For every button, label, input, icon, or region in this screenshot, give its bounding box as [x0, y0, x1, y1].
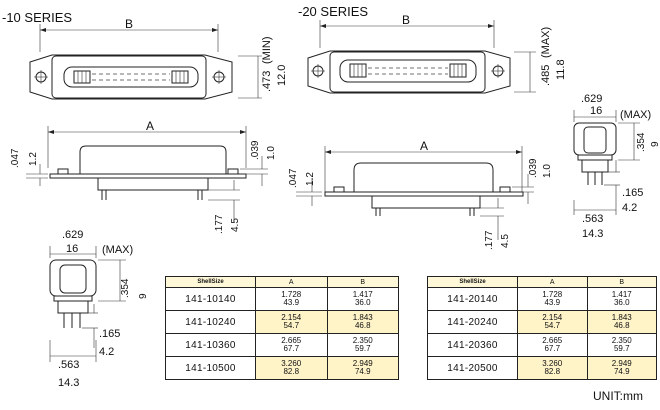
- series-20-front-view: B .485 (MAX) 11.8: [307, 13, 567, 94]
- header-b: B: [586, 276, 657, 288]
- dim-1-2: 1.2: [28, 152, 39, 166]
- dim-1-2-20: 1.2: [305, 172, 316, 186]
- dim-165-r: .165: [622, 187, 643, 199]
- header-a: A: [255, 276, 328, 288]
- dim-047-20: .047: [288, 168, 299, 188]
- dim-629-l: .629: [62, 229, 83, 241]
- dim-11-8: 11.8: [555, 59, 567, 80]
- dim-4-5: 4.5: [230, 218, 241, 232]
- dim-a-series10: A: [146, 119, 154, 133]
- series-10-side-view: A .047 1.2 .039 1.0 .177 4.5: [10, 119, 277, 234]
- part-number: 141-10360: [165, 333, 256, 357]
- dim-563-l: .563: [58, 359, 79, 371]
- series-20-title: -20 SERIES: [298, 4, 368, 19]
- dim-a-series20: A: [420, 139, 428, 153]
- header-b: B: [326, 276, 399, 288]
- dim-b-series10: B: [125, 17, 133, 31]
- dim-9-r: 9: [650, 141, 660, 147]
- dim-354-l: .354: [120, 278, 131, 298]
- unit-label: UNIT:mm: [593, 389, 643, 403]
- dim-b-series20: B: [402, 13, 410, 27]
- header-shellsize: ShellSize: [427, 276, 518, 288]
- dim-165-l: .165: [99, 328, 120, 340]
- dim-4-5-20: 4.5: [500, 234, 511, 248]
- dim-039-20: .039: [528, 158, 539, 178]
- dim-473: .473: [261, 71, 273, 92]
- dim-16-r: 16: [590, 105, 602, 117]
- dim-485: .485: [540, 65, 552, 86]
- part-number: 141-10140: [165, 287, 256, 311]
- dim-14-3-l: 14.3: [58, 377, 79, 389]
- table-header: ShellSize A B: [427, 276, 657, 288]
- dim-4-2-l: 4.2: [99, 346, 114, 358]
- dim-14-3-r: 14.3: [582, 228, 603, 240]
- end-view-10: .629 16 (MAX) .354 9 .165 4.2 .563 14.3: [49, 229, 149, 389]
- part-number: 141-20140: [427, 287, 518, 311]
- header-shellsize: ShellSize: [165, 276, 256, 288]
- part-number: 141-10500: [165, 356, 256, 380]
- dim-16-l: 16: [66, 243, 78, 255]
- dim-563-r: .563: [582, 213, 603, 225]
- end-view-20: .629 16 (MAX) .354 9 .165 4.2 .563 14.3: [573, 93, 660, 240]
- dim-max-label-r: (MAX): [620, 109, 651, 121]
- series-10-front-view: B .473 (MIN) 12.0: [29, 17, 288, 100]
- header-a: A: [517, 276, 588, 288]
- part-number: 141-20240: [427, 310, 518, 334]
- dim-354-r: .354: [636, 132, 647, 152]
- dim-177-20: .177: [484, 230, 495, 250]
- dim-12-0: 12.0: [276, 65, 288, 86]
- part-number: 141-20500: [427, 356, 518, 380]
- dim-039: .039: [250, 140, 261, 160]
- dim-max-label-front: (MAX): [540, 27, 552, 58]
- series-10-title: -10 SERIES: [2, 10, 72, 25]
- dim-max-label-l: (MAX): [102, 244, 133, 256]
- dim-9-l: 9: [138, 293, 149, 299]
- dim-1-0-20: 1.0: [542, 164, 553, 178]
- dim-1-0: 1.0: [266, 146, 277, 160]
- part-number: 141-10240: [165, 310, 256, 334]
- dim-min-label: (MIN): [261, 37, 273, 65]
- dim-047: .047: [10, 148, 21, 168]
- part-number: 141-20360: [427, 333, 518, 357]
- dim-4-2-r: 4.2: [622, 202, 637, 214]
- dim-177: .177: [214, 214, 225, 234]
- dim-629-r: .629: [581, 93, 602, 105]
- series-20-side-view: A .047 1.2 .039 1.0 .177 4.5: [288, 139, 553, 250]
- table-header: ShellSize A B: [165, 276, 399, 288]
